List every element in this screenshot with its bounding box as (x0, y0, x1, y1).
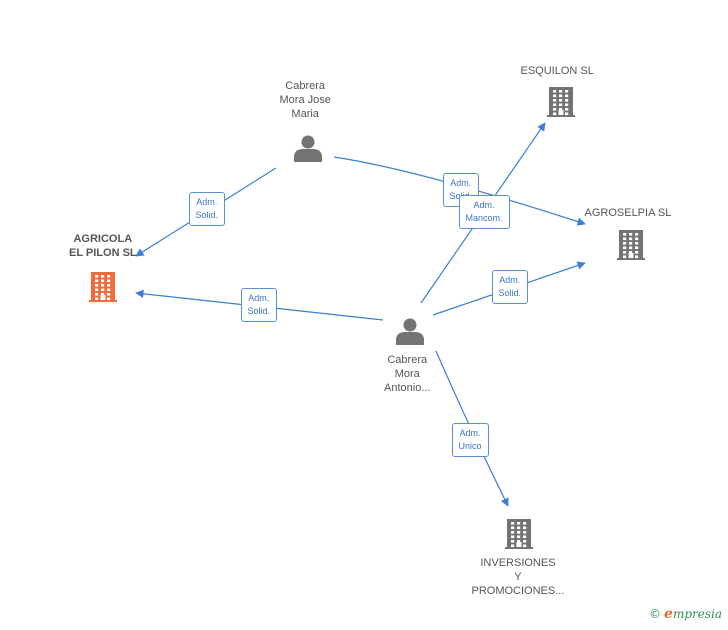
node-label-line: ESQUILON SL (520, 65, 594, 77)
node-label-line: EL PILON SL (69, 247, 137, 259)
empresia-logo-text: mpresia (672, 607, 722, 621)
node-label-line: Antonio... (384, 382, 431, 394)
node-label-inversiones[interactable]: INVERSIONES Y PROMOCIONES... (472, 556, 565, 598)
edge-label-line: Solid. (247, 306, 271, 316)
edge-label-line: Adm. (450, 178, 472, 188)
edge-label-jose_maria-agricola[interactable]: Adm. Solid. (188, 192, 226, 226)
empresia-brand[interactable]: ©empresia (649, 606, 722, 622)
edge-label-line: Solid. (498, 288, 522, 298)
edge-label-line: Solid. (195, 210, 219, 220)
node-label-line: PROMOCIONES... (471, 585, 565, 597)
building-icon-esquilon[interactable] (547, 87, 575, 117)
empresia-logo-initial: e (664, 606, 673, 622)
copyright-icon: © (649, 607, 662, 621)
node-label-esquilon[interactable]: ESQUILON SL (521, 64, 594, 78)
node-label-agricola[interactable]: AGRICOLA EL PILON SL (69, 232, 137, 260)
node-label-line: Cabrera (285, 80, 326, 92)
node-label-line: Mora (394, 368, 420, 380)
node-label-line: Maria (291, 108, 319, 120)
edge-label-line: Unico (458, 441, 482, 451)
person-icon-jose_maria[interactable] (294, 135, 322, 163)
edge-label-antonio-agroselpia[interactable]: Adm. Solid. (491, 270, 529, 304)
edge-label-line: Adm. (499, 275, 521, 285)
edge-label-line: Mancom. (465, 213, 503, 223)
node-label-line: Cabrera (387, 354, 428, 366)
node-label-line: INVERSIONES (480, 557, 556, 569)
node-label-line: AGROSELPIA SL (584, 207, 672, 219)
node-label-line: Mora Jose (279, 94, 331, 106)
edge-label-antonio-agricola[interactable]: Adm. Solid. (240, 288, 278, 322)
edge-label-antonio-inversiones[interactable]: Adm. Unico (451, 423, 489, 457)
edge-label-antonio-esquilon[interactable]: Adm. Mancom. (458, 195, 510, 229)
node-label-line: AGRICOLA (73, 233, 133, 245)
node-label-agroselpia[interactable]: AGROSELPIA SL (585, 206, 672, 220)
building-icon-agroselpia[interactable] (617, 230, 645, 260)
edge-label-line: Adm. (459, 428, 481, 438)
edge-label-line: Adm. (196, 197, 218, 207)
building-icon-agricola[interactable] (89, 272, 117, 302)
edge-label-line: Adm. (248, 293, 270, 303)
building-icon-inversiones[interactable] (505, 519, 533, 549)
person-icon-antonio[interactable] (396, 318, 424, 346)
node-label-line: Y (514, 571, 522, 583)
edge-jose_maria-agroselpia (333, 156, 586, 226)
edge-label-line: Adm. (473, 200, 495, 210)
